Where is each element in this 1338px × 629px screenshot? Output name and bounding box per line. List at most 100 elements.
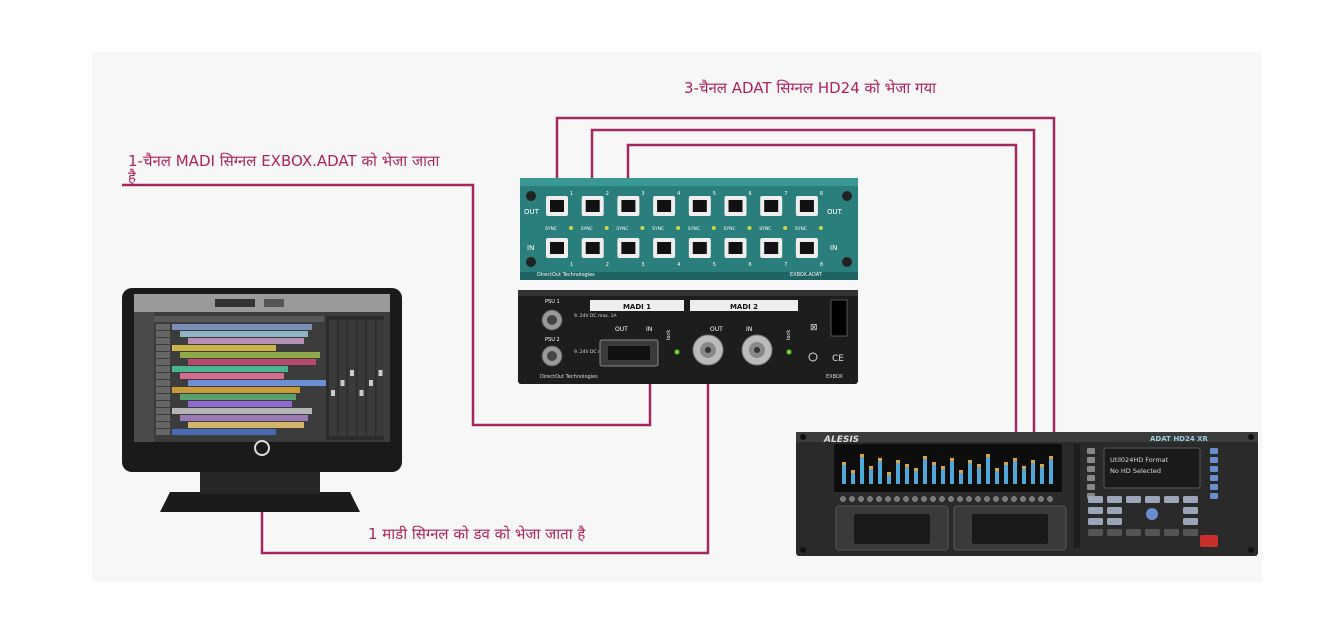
- power-button[interactable]: [254, 440, 270, 456]
- mixer-strip: [338, 320, 347, 436]
- computer-monitor: [122, 288, 402, 512]
- track-arm-button: [903, 496, 909, 502]
- adat-in-port-number: 7: [784, 262, 787, 268]
- meter-peak: [986, 454, 990, 457]
- meter-bar: [905, 464, 909, 484]
- madi2-out-label: OUT: [710, 326, 723, 333]
- meter-bar: [995, 468, 999, 484]
- meter-peak: [887, 472, 891, 475]
- mixer-fader: [331, 390, 335, 396]
- madi1-lock-label: lock: [666, 330, 672, 340]
- keypad-button: [1088, 507, 1103, 514]
- daw-track-header: [156, 345, 170, 351]
- daw-region: [172, 324, 312, 330]
- keypad-button: [1107, 507, 1122, 514]
- sync-label: SYNC: [545, 226, 557, 232]
- mixer-fader: [369, 380, 373, 386]
- track-arm-button: [921, 496, 927, 502]
- madi1-out-label: OUT: [615, 326, 628, 333]
- track-arm-button: [867, 496, 873, 502]
- adat-out-port-number: 7: [784, 191, 787, 197]
- daw-region: [172, 387, 300, 393]
- track-arm-button: [912, 496, 918, 502]
- adat-in-label-left: IN: [527, 244, 534, 252]
- daw-region: [180, 331, 308, 337]
- sync-led: [711, 226, 716, 230]
- record-button[interactable]: [1200, 535, 1218, 547]
- sync-label: SYNC: [616, 226, 628, 232]
- adat-in-label-right: IN: [830, 244, 837, 252]
- track-arm-button: [1002, 496, 1008, 502]
- meter-peak: [923, 456, 927, 459]
- meter-peak: [1031, 460, 1035, 463]
- transport-jog[interactable]: [1146, 508, 1158, 520]
- side-button: [1210, 448, 1218, 454]
- side-button: [1210, 484, 1218, 490]
- adat-out-port-number: 1: [570, 191, 573, 197]
- lcd-line1: Util024HD Format: [1110, 456, 1169, 464]
- meter-bar: [959, 470, 963, 484]
- meter-peak: [878, 458, 882, 461]
- side-button: [1087, 466, 1095, 472]
- madi1-header: [590, 300, 684, 311]
- keypad-button: [1107, 518, 1122, 525]
- mixer-fader: [359, 390, 364, 396]
- madi2-in-label: IN: [746, 326, 752, 333]
- adat-in-port-number: 8: [820, 262, 823, 268]
- keypad-button: [1183, 518, 1198, 525]
- side-button: [1210, 457, 1218, 463]
- sync-label: SYNC: [759, 226, 771, 232]
- madi1-in-label: IN: [646, 326, 652, 333]
- track-arm-button: [849, 496, 855, 502]
- madi2-lock-label: lock: [786, 330, 792, 340]
- meter-bar: [887, 472, 891, 484]
- adat-in-port-number: 6: [749, 262, 752, 268]
- adat-cable-3: [626, 143, 1018, 435]
- keypad-button: [1107, 529, 1122, 536]
- exbox-adat-unit: OUT OUT IN IN 1SYNC12SYNC23SYNC34SYNC45S…: [520, 178, 858, 280]
- adat-out-label-right: OUT: [827, 208, 843, 216]
- madi1-label: MADI 1: [623, 303, 651, 311]
- adat-in-port-number: 5: [713, 262, 716, 268]
- meter-peak: [869, 466, 873, 469]
- keypad-button: [1164, 496, 1179, 503]
- sync-label: SYNC: [581, 226, 593, 232]
- daw-region: [188, 422, 304, 428]
- side-button: [1087, 448, 1095, 454]
- sync-led: [676, 226, 681, 230]
- meter-bar: [869, 466, 873, 484]
- keypad-button: [1088, 496, 1103, 503]
- daw-track-header: [156, 429, 170, 435]
- meter-bar: [923, 456, 927, 484]
- meter-bar: [950, 458, 954, 484]
- meter-bar: [1004, 462, 1008, 484]
- sync-label: SYNC: [795, 226, 807, 232]
- sync-led: [604, 226, 609, 230]
- side-button: [1210, 466, 1218, 472]
- meter-bar: [1013, 458, 1017, 484]
- daw-region: [172, 345, 276, 351]
- hd24-lcd: [1103, 447, 1201, 489]
- daw-track-header: [156, 324, 170, 330]
- daw-region: [188, 380, 328, 386]
- hd24-model: ADAT HD24 XR: [1150, 435, 1209, 443]
- meter-bar: [932, 462, 936, 484]
- daw-region: [180, 373, 284, 379]
- daw-track-header: [156, 352, 170, 358]
- keypad-button: [1107, 496, 1122, 503]
- psu1-spec: 9..24V DC max. 1A: [574, 313, 618, 319]
- keypad-button: [1183, 507, 1198, 514]
- meter-peak: [914, 468, 918, 471]
- side-button: [1087, 484, 1095, 490]
- meter-peak: [1049, 456, 1053, 459]
- keypad-button: [1126, 529, 1141, 536]
- track-arm-button: [993, 496, 999, 502]
- exbox-brand: DirectOut Technologies: [540, 374, 598, 380]
- track-arm-button: [984, 496, 990, 502]
- sync-led: [747, 226, 752, 230]
- track-arm-button: [957, 496, 963, 502]
- daw-region: [188, 401, 292, 407]
- daw-region: [180, 352, 320, 358]
- label-adat-to-hd24: 3-चैनल ADAT सिग्नल HD24 को भेजा गया: [684, 79, 937, 97]
